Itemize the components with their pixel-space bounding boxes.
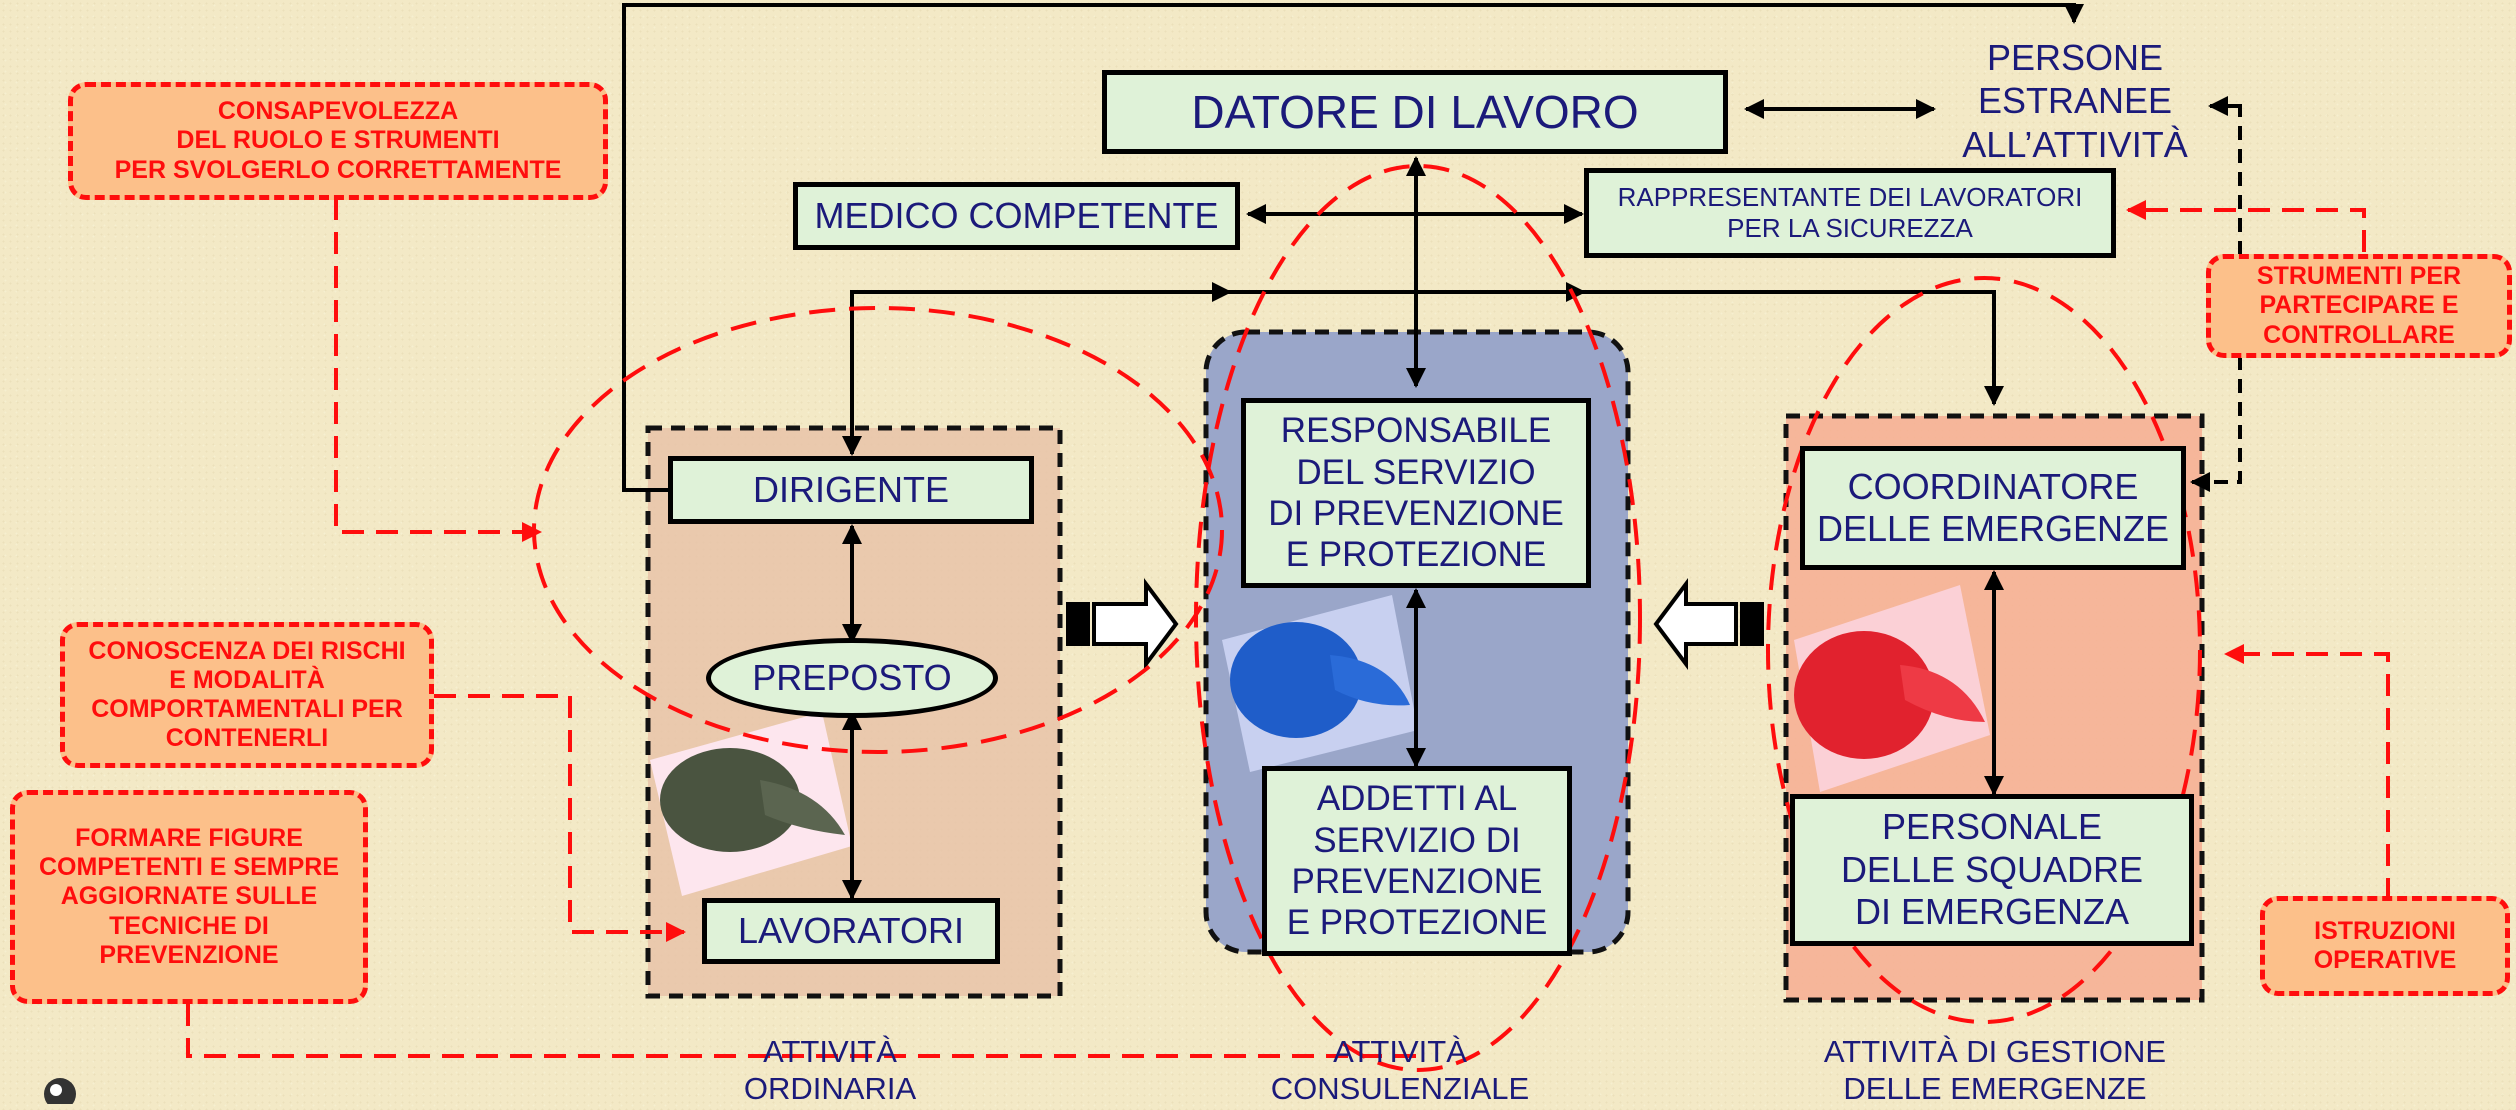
addetti-box: ADDETTI AL SERVIZIO DI PREVENZIONE E PRO… xyxy=(1262,766,1572,956)
panel-ordinaria-border xyxy=(645,425,1063,999)
note-istruzioni: ISTRUZIONI OPERATIVE xyxy=(2260,896,2510,996)
cap-red-icon xyxy=(1794,585,1990,792)
note-consapevolezza: CONSAPEVOLEZZA DEL RUOLO E STRUMENTI PER… xyxy=(68,82,608,200)
note-strumenti: STRUMENTI PER PARTECIPARE E CONTROLLARE xyxy=(2206,254,2512,358)
note-conoscenza: CONOSCENZA DEI RISCHI E MODALITÀ COMPORT… xyxy=(60,622,434,768)
coordinatore-box: COORDINATORE DELLE EMERGENZE xyxy=(1800,446,2186,570)
personale-box: PERSONALE DELLE SQUADRE DI EMERGENZA xyxy=(1790,794,2194,946)
ellipse-emergenze xyxy=(1766,276,2202,1024)
rls-box: RAPPRESENTANTE DEI LAVORATORI PER LA SIC… xyxy=(1584,168,2116,258)
rspp-box: RESPONSABILE DEL SERVIZIO DI PREVENZIONE… xyxy=(1241,398,1591,588)
red-formare xyxy=(186,1004,1420,1058)
caption-ordinaria: ATTIVITÀ ORDINARIA xyxy=(743,1033,917,1106)
panel-emergenze-border xyxy=(1783,413,2205,1003)
loop-dirigente-persone xyxy=(622,3,2084,492)
cap-blue-icon xyxy=(1222,595,1418,772)
red-istruzioni xyxy=(2224,644,2390,900)
logo-icon xyxy=(44,1078,76,1104)
dirigente-box: DIRIGENTE xyxy=(668,456,1034,524)
red-strumenti xyxy=(2126,200,2366,252)
datore-di-lavoro-box: DATORE DI LAVORO xyxy=(1102,70,1728,154)
medico-competente-box: MEDICO COMPETENTE xyxy=(793,182,1240,250)
caption-emergenze: ATTIVITÀ DI GESTIONE DELLE EMERGENZE xyxy=(1823,1033,2167,1106)
ellipse-consulenziale xyxy=(1194,164,1642,1072)
lavoratori-box: LAVORATORI xyxy=(702,898,1000,964)
preposto-ellipse: PREPOSTO xyxy=(706,638,998,718)
red-consapevolezza xyxy=(334,198,542,542)
caption-consulenziale: ATTIVITÀ CONSULENZIALE xyxy=(1270,1033,1530,1106)
persone-estranee-label: PERSONE ESTRANEE ALL’ATTIVITÀ xyxy=(1962,37,2188,165)
cap-green-icon xyxy=(650,712,852,896)
hollow-arrow-icon xyxy=(1653,578,1764,670)
hollow-arrow-icon xyxy=(1066,578,1179,670)
note-formare: FORMARE FIGURE COMPETENTI E SEMPRE AGGIO… xyxy=(10,790,368,1004)
red-conoscenza xyxy=(434,694,686,942)
